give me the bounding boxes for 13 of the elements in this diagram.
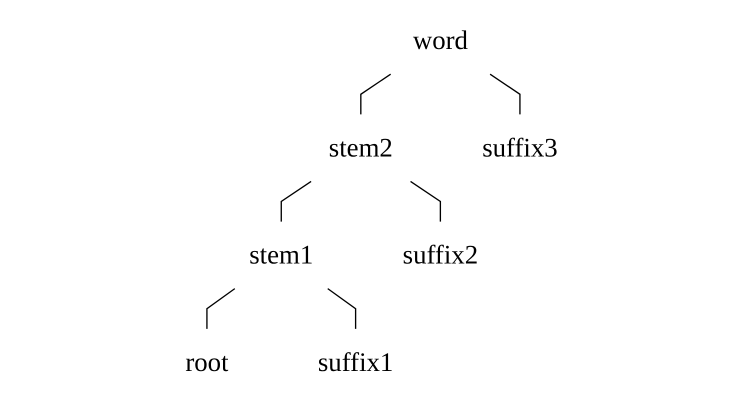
connector bbox=[280, 180, 312, 222]
node-text: stem1 bbox=[249, 240, 314, 270]
node-text: word bbox=[412, 26, 468, 56]
connector bbox=[360, 74, 392, 114]
connector bbox=[490, 74, 521, 114]
node-text: suffix1 bbox=[318, 348, 394, 378]
node-text: stem2 bbox=[328, 133, 393, 163]
connector bbox=[206, 288, 236, 329]
node-text: root bbox=[185, 348, 229, 378]
node-text: suffix2 bbox=[402, 240, 478, 270]
connector bbox=[410, 180, 442, 222]
connector bbox=[327, 288, 356, 329]
node-text: suffix3 bbox=[482, 133, 558, 163]
